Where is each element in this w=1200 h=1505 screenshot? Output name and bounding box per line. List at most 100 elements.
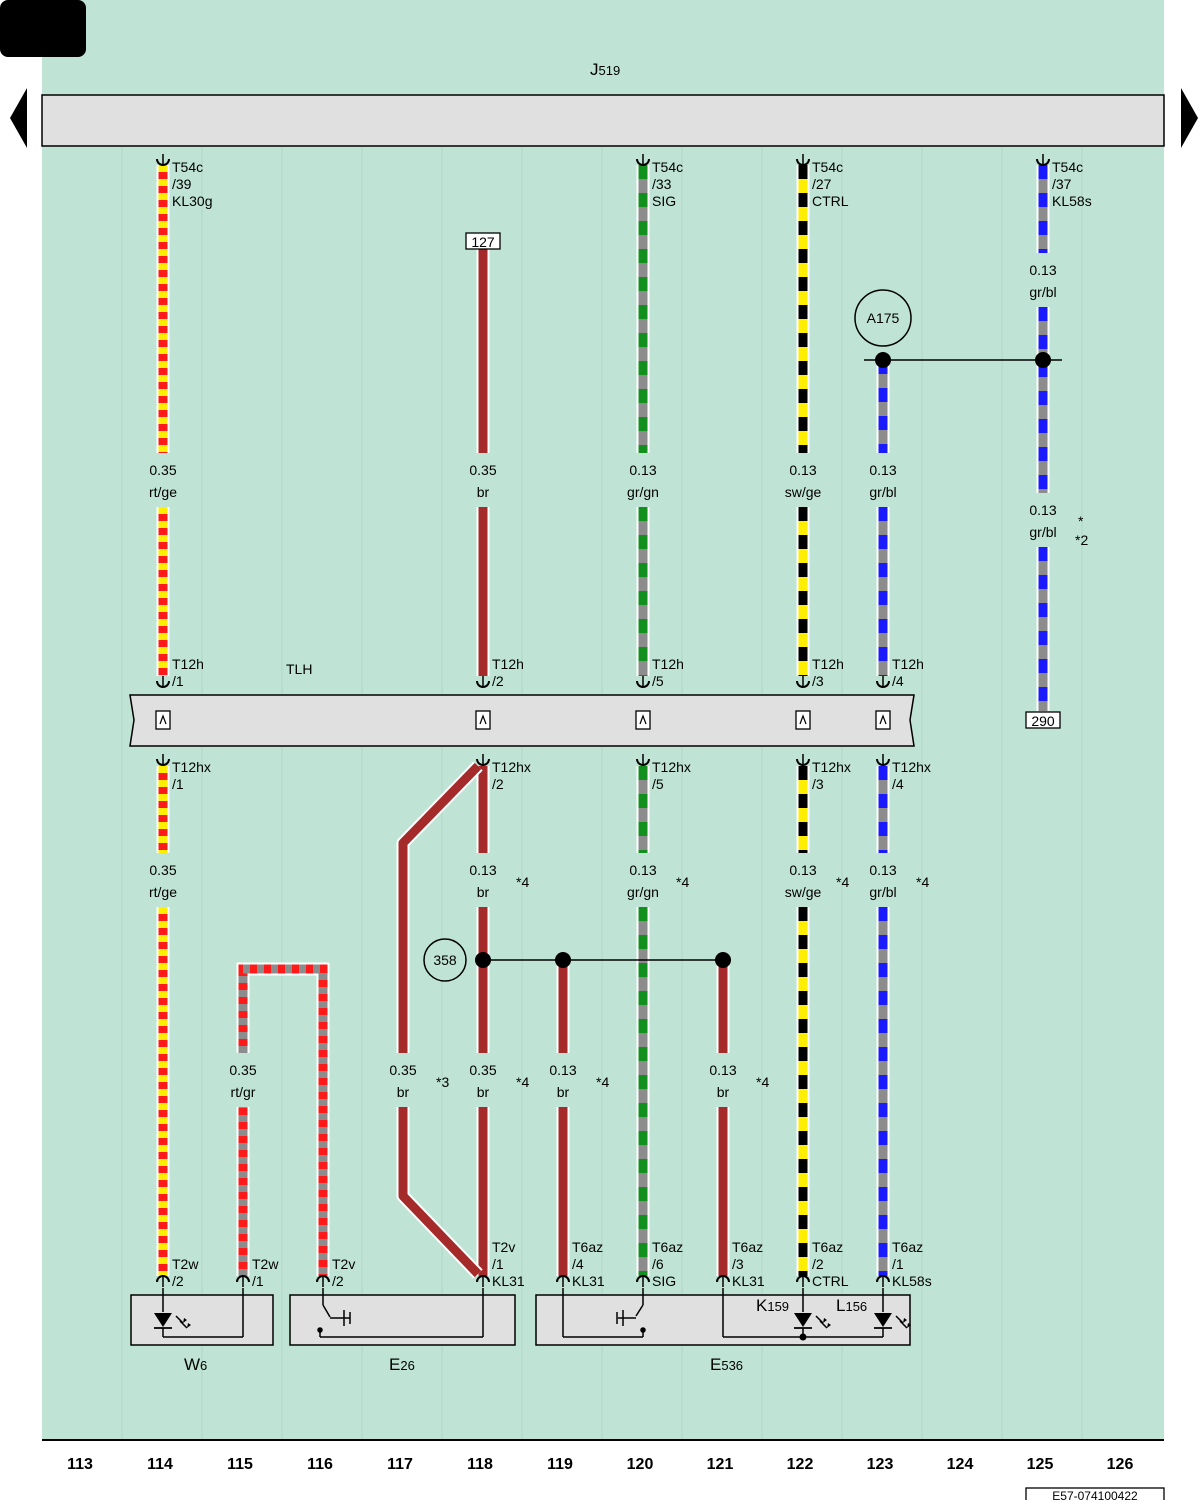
svg-text:/1: /1 bbox=[172, 776, 184, 792]
column-number: 123 bbox=[867, 1456, 894, 1473]
svg-text:/2: /2 bbox=[492, 673, 504, 689]
svg-text:/2: /2 bbox=[492, 776, 504, 792]
svg-text:rt/ge: rt/ge bbox=[149, 884, 177, 900]
column-number: 118 bbox=[467, 1456, 493, 1473]
svg-text:gr/gn: gr/gn bbox=[627, 484, 659, 500]
column-number: 124 bbox=[947, 1456, 974, 1473]
svg-text:gr/bl: gr/bl bbox=[1029, 524, 1056, 540]
svg-text:/4: /4 bbox=[572, 1256, 584, 1272]
svg-text:/1: /1 bbox=[892, 1256, 904, 1272]
svg-text:T12h: T12h bbox=[172, 656, 204, 672]
svg-text:0.13: 0.13 bbox=[869, 862, 896, 878]
ref-127-label: 127 bbox=[471, 234, 495, 250]
svg-text:br: br bbox=[557, 1084, 570, 1100]
ref-box-127[interactable] bbox=[465, 232, 501, 250]
wire-119-121-br bbox=[556, 960, 730, 1276]
control-unit-bar bbox=[41, 94, 1165, 147]
svg-text:0.13: 0.13 bbox=[789, 462, 816, 478]
svg-text:0.13: 0.13 bbox=[1029, 502, 1056, 518]
svg-text:T2v: T2v bbox=[332, 1256, 355, 1272]
svg-text:T2w: T2w bbox=[172, 1256, 199, 1272]
column-number: 117 bbox=[387, 1456, 413, 1473]
column-number: 119 bbox=[547, 1456, 573, 1473]
svg-text:gr/gn: gr/gn bbox=[627, 884, 659, 900]
svg-text:/1: /1 bbox=[252, 1273, 264, 1289]
svg-text:T6az: T6az bbox=[572, 1239, 603, 1255]
svg-text:/33: /33 bbox=[652, 176, 672, 192]
svg-text:gr/bl: gr/bl bbox=[869, 884, 896, 900]
svg-text:/37: /37 bbox=[1052, 176, 1072, 192]
harness-bottom-pin-labels: T12hx/1 T12hx/2 T12hx/5 T12hx/3 T12hx/4 bbox=[172, 759, 931, 792]
svg-text:T6az: T6az bbox=[892, 1239, 923, 1255]
wire-labels: 0.13 gr/bl 0.35 rt/ge 0.35 br 0.13 gr/gn 0.1… bbox=[149, 262, 1057, 1100]
node-a175-label: A175 bbox=[867, 310, 900, 326]
led-l156-icon bbox=[874, 1313, 911, 1329]
svg-text:0.35: 0.35 bbox=[229, 1062, 256, 1078]
grid bbox=[121, 146, 1083, 1440]
component-e26-label: E26 bbox=[389, 1355, 415, 1374]
svg-text:br: br bbox=[477, 484, 490, 500]
node-a175-circle bbox=[854, 289, 912, 347]
switch-e536-icon bbox=[616, 1310, 646, 1333]
svg-text:/5: /5 bbox=[652, 776, 664, 792]
node-358-label: 358 bbox=[433, 952, 457, 968]
svg-text:0.35: 0.35 bbox=[149, 862, 176, 878]
ref-box-290[interactable] bbox=[1025, 711, 1061, 729]
svg-text:T2v: T2v bbox=[492, 1239, 515, 1255]
svg-text:T12hx: T12hx bbox=[892, 759, 931, 775]
splice-dots bbox=[475, 352, 1051, 968]
svg-text:*2: *2 bbox=[1075, 532, 1088, 548]
svg-text:/6: /6 bbox=[652, 1256, 664, 1272]
svg-text:sw/ge: sw/ge bbox=[785, 484, 822, 500]
svg-text:0.13: 0.13 bbox=[629, 862, 656, 878]
column-number: 115 bbox=[227, 1456, 253, 1473]
svg-text:T12h: T12h bbox=[492, 656, 524, 672]
svg-text:*4: *4 bbox=[516, 874, 529, 890]
harness-pin-marks bbox=[159, 714, 887, 725]
harness-connector-bar bbox=[129, 694, 915, 747]
svg-text:T54c: T54c bbox=[812, 159, 843, 175]
svg-text:br: br bbox=[477, 1084, 490, 1100]
svg-text:T2w: T2w bbox=[252, 1256, 279, 1272]
svg-text:*: * bbox=[1078, 513, 1084, 529]
svg-text:br: br bbox=[477, 884, 490, 900]
svg-text:T6az: T6az bbox=[732, 1239, 763, 1255]
svg-text:T12h: T12h bbox=[652, 656, 684, 672]
page-prev-arrow-icon[interactable] bbox=[10, 88, 27, 148]
svg-text:*4: *4 bbox=[836, 874, 849, 890]
svg-text:T12h: T12h bbox=[812, 656, 844, 672]
component-e26-circuit bbox=[319, 1288, 484, 1338]
svg-text:0.13: 0.13 bbox=[1029, 262, 1056, 278]
svg-text:T6az: T6az bbox=[652, 1239, 683, 1255]
svg-text:KL58s: KL58s bbox=[892, 1273, 932, 1289]
svg-text:T54c: T54c bbox=[1052, 159, 1083, 175]
svg-text:KL58s: KL58s bbox=[1052, 193, 1092, 209]
svg-text:KL30g: KL30g bbox=[172, 193, 212, 209]
control-unit-label: J519 bbox=[590, 60, 620, 79]
svg-text:/3: /3 bbox=[732, 1256, 744, 1272]
svg-text:T12hx: T12hx bbox=[652, 759, 691, 775]
svg-text:/4: /4 bbox=[892, 776, 904, 792]
svg-text:0.13: 0.13 bbox=[869, 462, 896, 478]
svg-text:*4: *4 bbox=[676, 874, 689, 890]
column-number: 120 bbox=[627, 1456, 654, 1473]
svg-text:0.35: 0.35 bbox=[149, 462, 176, 478]
svg-text:T12hx: T12hx bbox=[812, 759, 851, 775]
wire-117-br-bypass bbox=[396, 761, 483, 1279]
svg-text:KL31: KL31 bbox=[732, 1273, 765, 1289]
page-next-arrow-icon[interactable] bbox=[1181, 88, 1198, 148]
svg-text:/39: /39 bbox=[172, 176, 192, 192]
svg-text:0.35: 0.35 bbox=[469, 1062, 496, 1078]
component-k159-label: K159 bbox=[756, 1296, 789, 1315]
svg-text:0.35: 0.35 bbox=[389, 1062, 416, 1078]
svg-text:/2: /2 bbox=[812, 1256, 824, 1272]
svg-text:*4: *4 bbox=[516, 1074, 529, 1090]
switch-e26-icon bbox=[317, 1310, 351, 1333]
doc-code: E57-074100422 bbox=[1052, 1489, 1138, 1500]
svg-text:/4: /4 bbox=[892, 673, 904, 689]
column-number: 126 bbox=[1107, 1456, 1134, 1473]
